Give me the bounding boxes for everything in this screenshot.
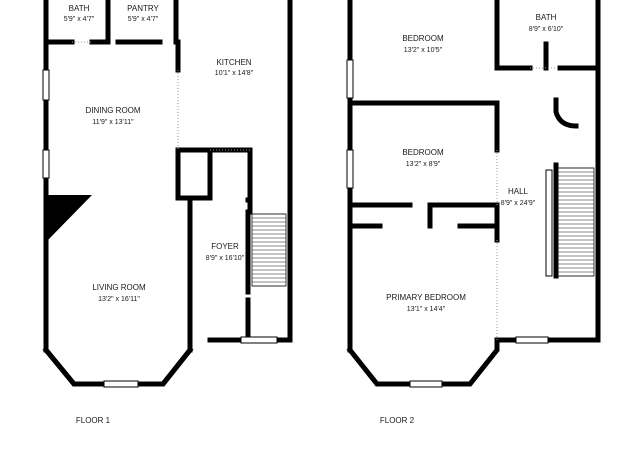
room-dims-f2-hall: 8'9" x 24'9" — [501, 200, 536, 207]
floor-2-bay-wall — [346, 337, 500, 387]
floor-2-label: FLOOR 2 — [380, 416, 415, 425]
room-dims-f2-primary-bedroom: 13'1" x 14'4" — [407, 306, 446, 313]
floor-1-plan — [42, 0, 293, 388]
room-dims-f2-bedroom-1: 13'2" x 10'5" — [404, 47, 443, 54]
floor-1-outer-wall — [43, 0, 293, 387]
room-name-f2-bath: BATH — [536, 13, 557, 22]
room-name-f1-kitchen: KITCHEN — [216, 58, 251, 67]
room-dims-f1-foyer: 8'9" x 16'10" — [206, 255, 245, 262]
floor-2-window-primary — [409, 380, 443, 388]
floor-2-hall-curve — [553, 97, 579, 129]
floor-2-window-bedroom2 — [346, 149, 354, 189]
floor-2-stair-outline — [557, 167, 595, 277]
floor-1-stairs — [251, 213, 287, 287]
room-name-f1-dining: DINING ROOM — [85, 106, 140, 115]
room-dims-f1-living: 13'2" x 16'11" — [98, 296, 140, 303]
room-name-f2-bedroom-2: BEDROOM — [402, 148, 444, 157]
room-name-f1-living: LIVING ROOM — [92, 283, 146, 292]
room-dims-f1-bath: 5'9" x 4'7" — [64, 16, 95, 23]
floor-1-fireplace — [46, 195, 92, 242]
room-name-f1-foyer: FOYER — [211, 242, 239, 251]
floor-1-window-dining-b — [42, 149, 50, 179]
floor-2-window-bedroom1 — [346, 59, 354, 99]
floor-1-stair-outline — [251, 213, 287, 287]
room-name-f2-bedroom-1: BEDROOM — [402, 34, 444, 43]
floor-1-window-bay-front — [103, 380, 139, 388]
room-dims-f2-bath: 8'9" x 6'10" — [529, 26, 564, 33]
room-name-f1-pantry: PANTRY — [127, 4, 159, 13]
room-dims-f1-kitchen: 10'1" x 14'8" — [215, 70, 254, 77]
floor-1-label: FLOOR 1 — [76, 416, 111, 425]
floor-2-plan — [346, 0, 601, 388]
floor-1-bay-wall — [42, 346, 194, 387]
room-dims-f1-dining: 11'9" x 13'11" — [92, 119, 134, 126]
room-dims-f2-bedroom-2: 13'2" x 8'9" — [406, 161, 441, 168]
room-dims-f1-pantry: 5'9" x 4'7" — [128, 16, 159, 23]
room-name-f2-primary-bedroom: PRIMARY BEDROOM — [386, 293, 466, 302]
floor-2-stair-rail — [545, 169, 553, 277]
floor-1-window-foyer — [240, 336, 278, 344]
floor-1-window-dining-a — [42, 69, 50, 101]
room-name-f1-bath: BATH — [69, 4, 90, 13]
floor-2-window-hall — [515, 336, 549, 344]
floor-2-stairs — [545, 167, 595, 277]
room-name-f2-hall: HALL — [508, 187, 529, 196]
